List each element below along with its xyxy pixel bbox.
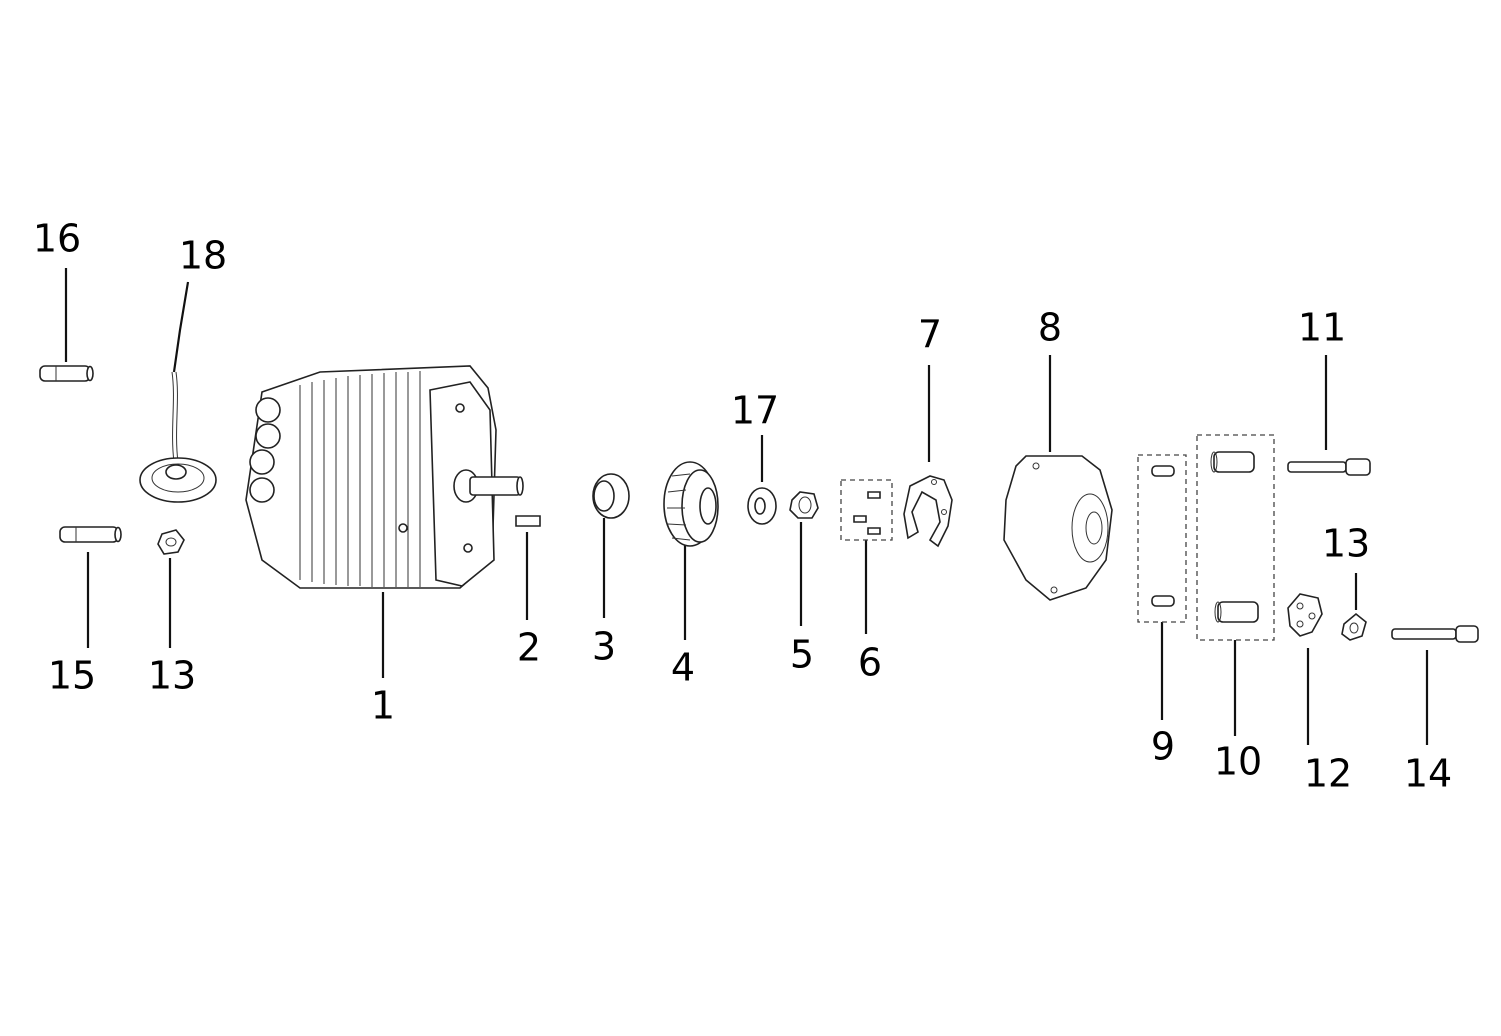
part-7-bracket [903,475,953,548]
callout-13-left: 13 [148,654,196,698]
callout-5: 5 [790,633,814,677]
part-18-sensor-cable [139,371,217,503]
callout-15: 15 [48,654,96,698]
part-1-motor [245,365,524,589]
part-12-plate [1287,593,1323,637]
callout-9: 9 [1151,725,1175,769]
part-6-screws-set [840,479,893,541]
part-14-bolt [1391,625,1479,643]
part-5-nut [789,491,819,519]
callout-11: 11 [1298,306,1346,350]
part-13-nut-right [1341,612,1367,641]
callout-17: 17 [731,389,779,433]
callout-6: 6 [858,641,882,685]
callout-10: 10 [1214,740,1262,784]
part-9-screw-pair [1137,454,1187,623]
part-13-nut-left [157,529,185,555]
callout-7: 7 [918,313,942,357]
callout-12: 12 [1304,752,1352,796]
part-8-end-cover [1003,455,1113,601]
part-16-pin [39,365,94,382]
callout-13-right: 13 [1322,522,1370,566]
part-3-spacer [592,473,630,519]
leader-lines [64,268,1429,745]
callout-16: 16 [33,217,81,261]
callout-3: 3 [592,625,616,669]
part-10-sleeve-pair [1196,434,1275,641]
callout-14: 14 [1404,752,1452,796]
part-15-pin [59,526,122,543]
part-2-key [515,515,541,527]
part-4-pulley [663,461,719,547]
callout-4: 4 [671,646,695,690]
callout-18: 18 [179,234,227,278]
callout-1: 1 [371,684,395,728]
leader-line-18 [172,281,190,373]
part-11-bolt [1287,458,1371,476]
part-17-washer [747,487,777,525]
callout-8: 8 [1038,306,1062,350]
callout-2: 2 [517,626,541,670]
parts [39,365,1479,643]
callout-labels: 16 18 15 13 1 2 3 4 17 5 6 7 8 9 10 11 1… [33,217,1452,796]
